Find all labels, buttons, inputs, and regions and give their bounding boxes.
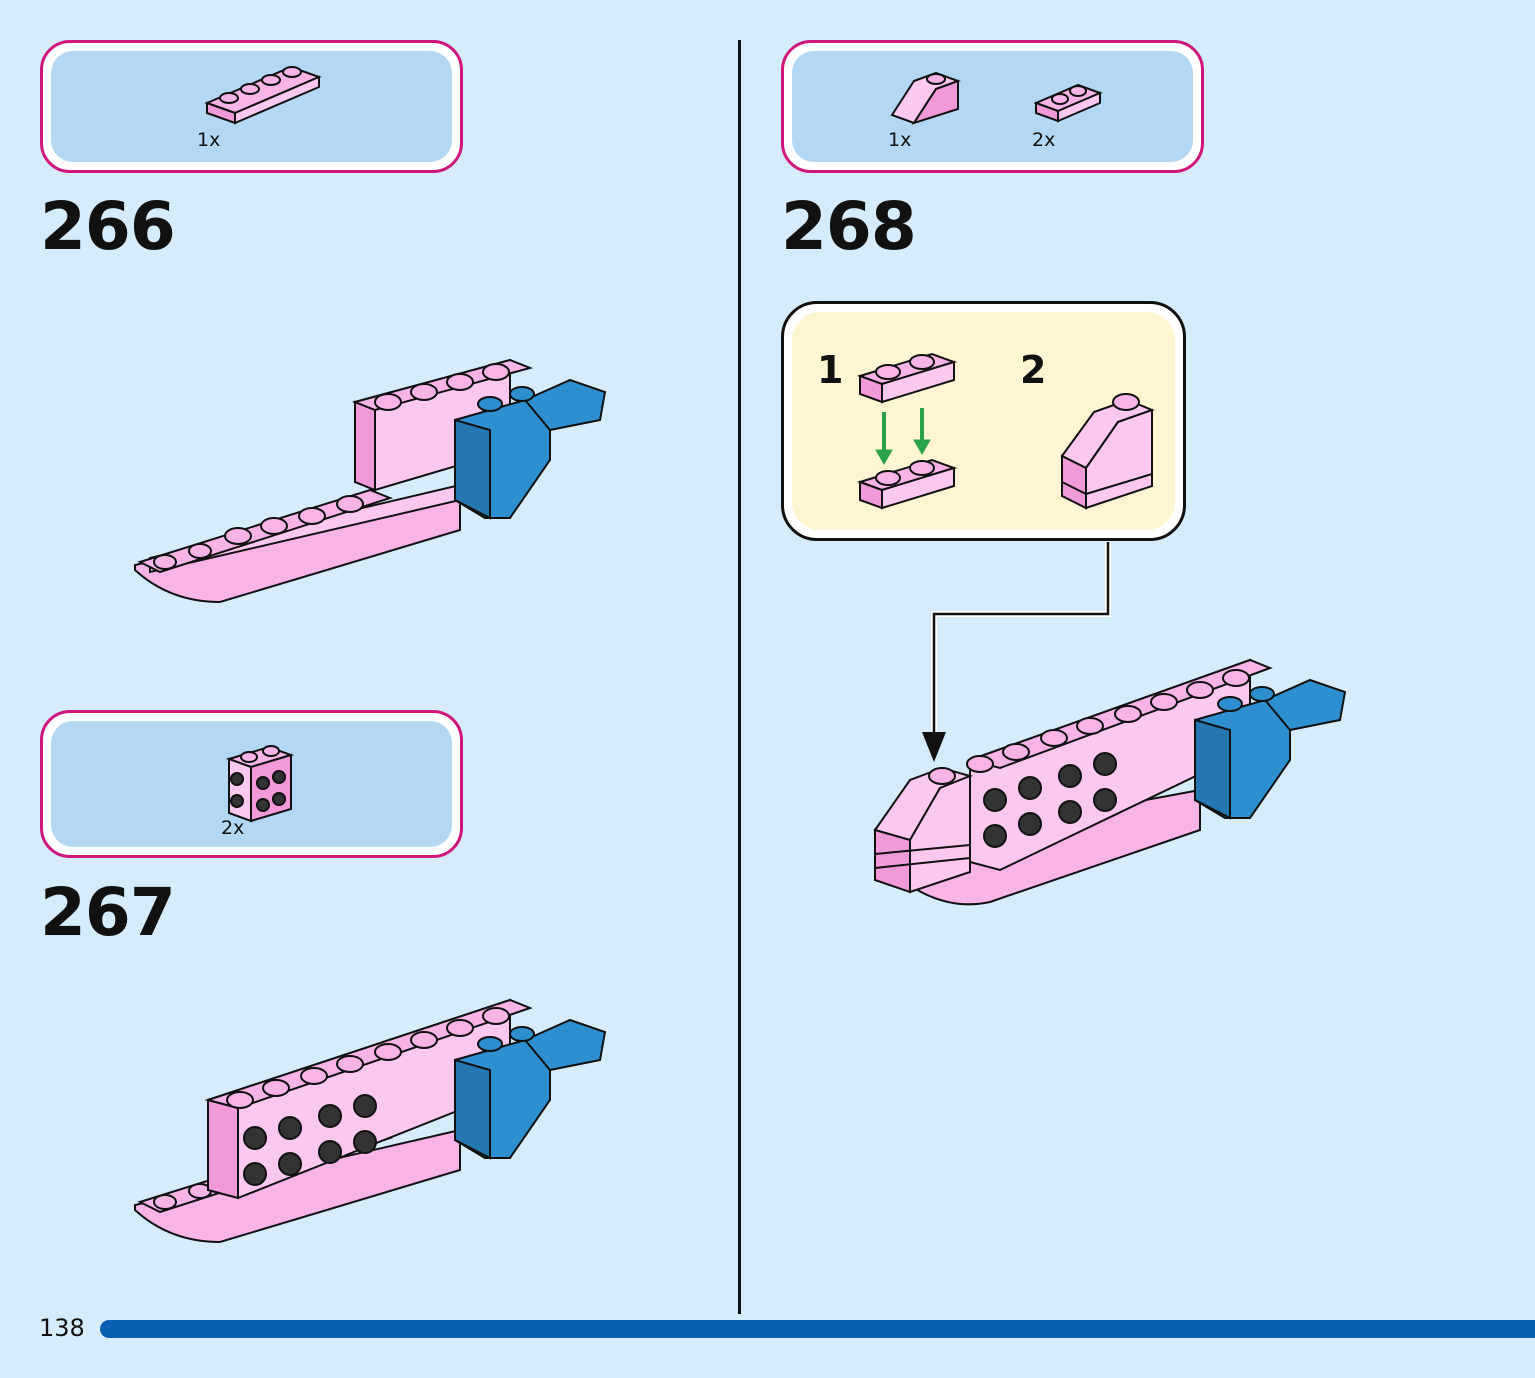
sub-step-number-1: 1 [817, 348, 844, 392]
parts-callout-inner: 2x [51, 721, 452, 847]
parts-callout-step-268: 1x 2x [781, 40, 1204, 173]
model-step-267 [134, 998, 607, 1244]
part-quantity: 2x [221, 817, 245, 839]
pink-brick-2x2-with-studs-on-side-icon [225, 745, 295, 823]
step-number-266: 266 [40, 188, 176, 265]
parts-callout-step-267: 2x [40, 710, 463, 858]
sub-assembly-inner: 1 2 [792, 312, 1175, 530]
column-divider [738, 40, 741, 1314]
parts-callout-inner: 1x 2x [792, 51, 1193, 162]
progress-bar [100, 1320, 1535, 1338]
sub-step-2-illustration [1060, 393, 1155, 510]
sub-assembly-connector-arrow [922, 542, 1111, 762]
step-number-268: 268 [781, 188, 917, 265]
step-number-267: 267 [40, 874, 176, 951]
sub-assembly-callout: 1 2 [781, 301, 1186, 541]
parts-callout-inner: 1x [51, 51, 452, 162]
pink-plate-1x4-icon [204, 65, 322, 125]
sub-step-1-illustration [856, 352, 958, 510]
part-quantity: 1x [888, 129, 912, 151]
model-step-266 [134, 358, 607, 604]
part-quantity: 1x [197, 129, 221, 151]
pink-slope-brick-icon [890, 71, 961, 125]
parts-callout-step-266: 1x [40, 40, 463, 173]
page-number: 138 [39, 1314, 85, 1342]
sub-step-number-2: 2 [1020, 348, 1047, 392]
model-step-268 [873, 658, 1347, 906]
part-quantity: 2x [1032, 129, 1056, 151]
pink-plate-1x2-icon [1033, 83, 1103, 123]
